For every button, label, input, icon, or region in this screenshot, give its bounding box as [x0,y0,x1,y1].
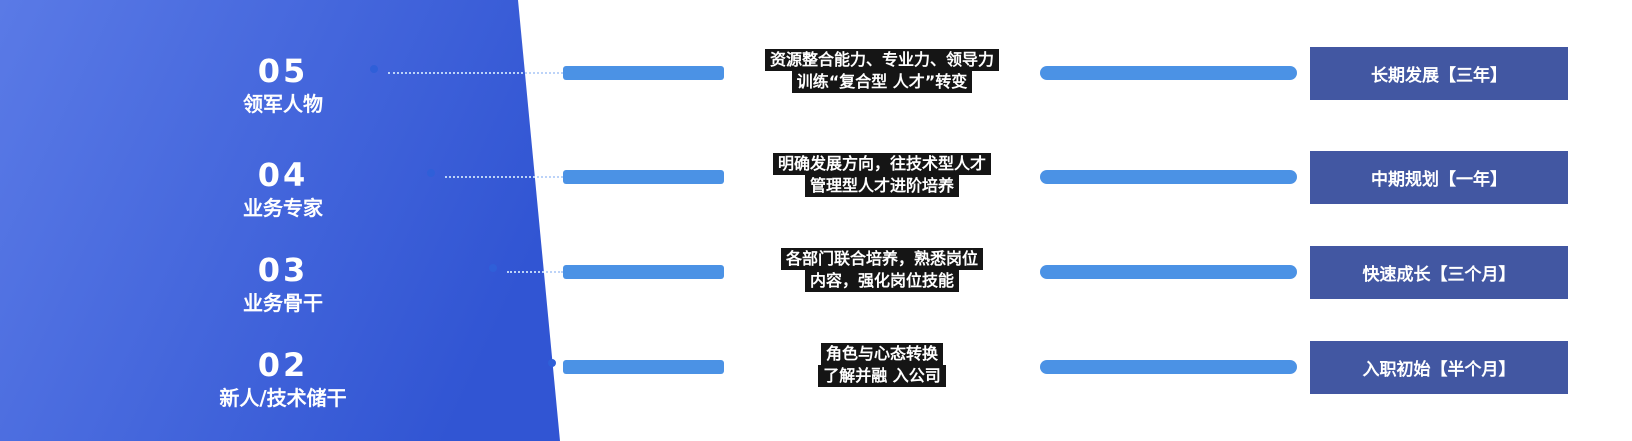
level-label: 领军人物 [243,92,323,116]
description-line: 管理型人才进阶培养 [804,175,959,197]
connector-bar-right [1040,170,1297,184]
stage-box: 快速成长【三个月】 [1310,246,1568,299]
connector-bar-left [563,360,724,374]
level-number: 03 [257,251,309,289]
connector-bar-right [1040,66,1297,80]
connector-bar-right [1040,265,1297,279]
stage-box: 长期发展【三年】 [1310,47,1568,100]
milestone-dot [370,65,378,73]
stage-description: 各部门联合培养，熟悉岗位 内容，强化岗位技能 [712,248,1052,292]
stage-description: 明确发展方向，往技术型人才 管理型人才进阶培养 [712,153,1052,197]
description-line: 角色与心态转换 [820,343,943,365]
stage-description: 资源整合能力、专业力、领导力 训练“复合型 人才”转变 [712,49,1052,93]
description-line: 各部门联合培养，熟悉岗位 [780,248,983,270]
connector-bar-left [563,170,724,184]
level-panel: 05 领军人物 04 业务专家 03 业务骨干 02 新人/技术储干 [0,0,560,441]
level-label: 业务骨干 [243,291,323,315]
level-item-02: 02 新人/技术储干 [150,346,416,410]
milestone-dot [427,169,435,177]
dotted-connector [507,271,563,273]
dotted-connector [388,72,563,74]
milestone-dot [489,264,497,272]
dotted-connector [445,176,563,178]
level-label: 业务专家 [243,196,323,220]
connector-bar-right [1040,360,1297,374]
level-item-03: 03 业务骨干 [150,251,416,315]
level-number: 02 [257,346,309,384]
level-item-05: 05 领军人物 [150,52,416,116]
connector-bar-left [563,66,724,80]
level-number: 04 [257,156,309,194]
description-line: 资源整合能力、专业力、领导力 [764,49,999,71]
stage-box: 入职初始【半个月】 [1310,341,1568,394]
level-label: 新人/技术储干 [219,386,347,410]
level-item-04: 04 业务专家 [150,156,416,220]
description-line: 内容，强化岗位技能 [804,270,959,292]
connector-bar-left [563,265,724,279]
milestone-dot [548,359,556,367]
description-line: 训练“复合型 人才”转变 [791,71,973,93]
description-line: 明确发展方向，往技术型人才 [772,153,991,175]
stage-description: 角色与心态转换 了解并融 入公司 [712,343,1052,387]
stage-box: 中期规划【一年】 [1310,151,1568,204]
description-line: 了解并融 入公司 [818,365,946,387]
level-number: 05 [257,52,309,90]
